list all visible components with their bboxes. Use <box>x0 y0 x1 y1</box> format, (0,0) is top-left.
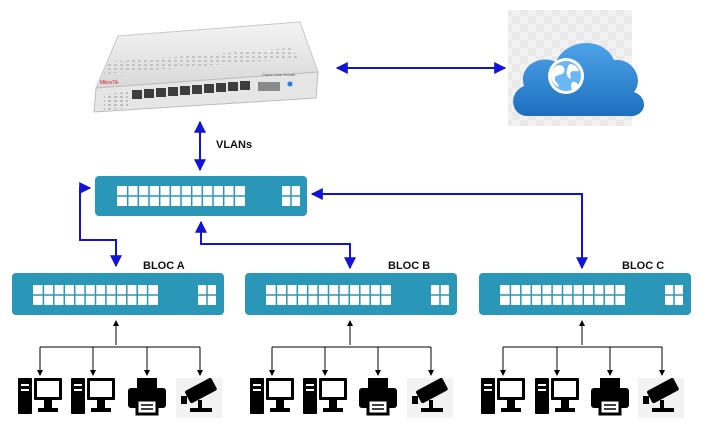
printer-icon <box>128 378 166 416</box>
bloc-b-tree <box>271 325 432 370</box>
core-bloc-c-link <box>310 188 588 270</box>
bloc-c-switch <box>479 273 691 315</box>
bloc-c-tree <box>502 325 663 370</box>
router-brand: MikroTik <box>100 80 119 86</box>
printer-icon <box>359 378 397 416</box>
computer-icon <box>71 378 115 414</box>
computer-icon <box>303 378 347 414</box>
bloc-c-label: BLOC C <box>622 260 665 272</box>
computer-icon <box>535 378 579 414</box>
bloc-c-up-arrow <box>579 320 585 326</box>
cloud <box>508 10 645 126</box>
router-ports <box>132 81 293 99</box>
camera-icon <box>176 378 222 418</box>
core-bloc-a-link <box>79 182 122 268</box>
printer-icon <box>591 378 629 416</box>
camera-icon <box>638 378 684 418</box>
computer-icon <box>250 378 294 414</box>
computer-icon <box>481 378 525 414</box>
computer-icon <box>18 378 62 414</box>
bloc-a-label: BLOC A <box>143 260 185 272</box>
bloc-b-up-arrow <box>347 320 353 326</box>
core-switch <box>95 176 307 216</box>
devices <box>18 378 684 418</box>
bloc-b-label: BLOC B <box>388 260 431 272</box>
router: MikroTik Cloud Core Router <box>93 21 319 113</box>
bloc-b-switch <box>245 273 457 315</box>
vlans-label: VLANs <box>216 139 253 151</box>
router-model: Cloud Core Router <box>262 72 296 77</box>
bloc-a-up-arrow <box>113 320 119 326</box>
camera-icon <box>407 378 453 418</box>
bloc-a-switch <box>12 273 224 315</box>
bloc-a-tree <box>39 325 201 370</box>
core-bloc-b-link <box>195 220 356 270</box>
